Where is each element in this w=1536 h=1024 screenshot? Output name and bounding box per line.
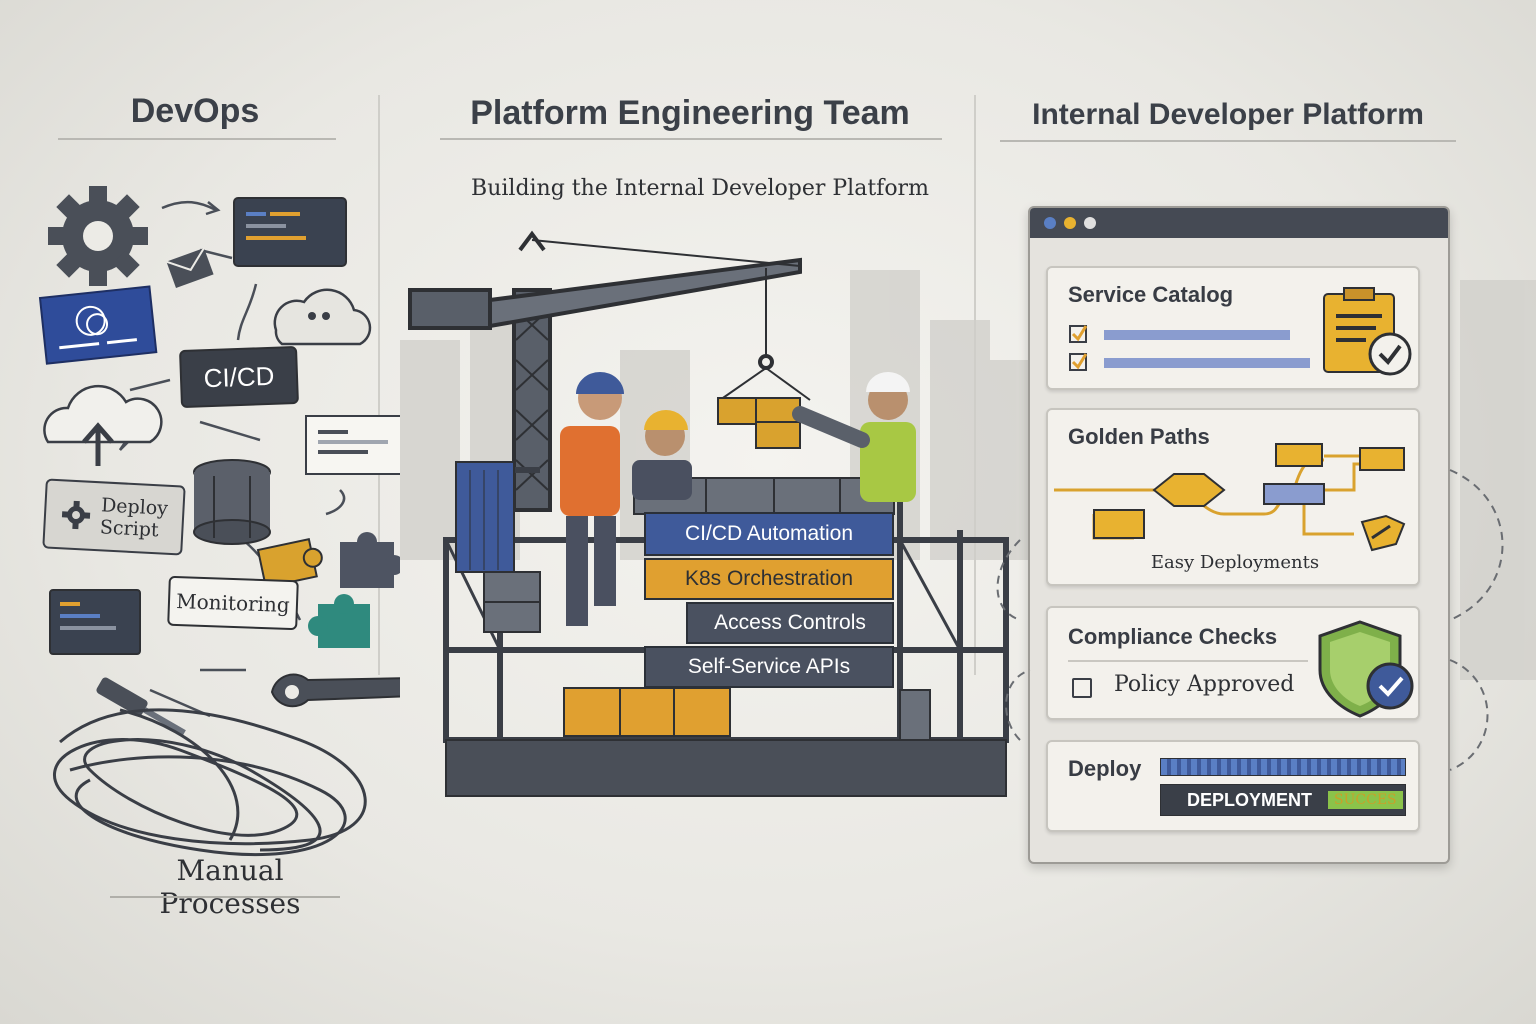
column-separator bbox=[378, 95, 380, 675]
platform-block-label: Access Controls bbox=[714, 611, 866, 634]
foundation bbox=[445, 739, 1007, 797]
puzzle-piece-icon bbox=[256, 538, 323, 589]
database-icon bbox=[193, 459, 271, 545]
document-icon bbox=[305, 415, 400, 475]
deploy-progress-bar bbox=[1160, 758, 1406, 776]
construction-scene bbox=[408, 230, 1009, 797]
worker-right bbox=[792, 372, 916, 502]
platform-block-label: Self-Service APIs bbox=[687, 655, 851, 678]
service-catalog-title: Service Catalog bbox=[1068, 282, 1234, 307]
divider bbox=[1068, 660, 1308, 662]
divider bbox=[58, 138, 336, 140]
monitoring-label: Monitoring bbox=[167, 575, 299, 631]
deploy-progress-fill bbox=[1161, 759, 1405, 775]
platform-block-label: K8s Orchestration bbox=[684, 567, 854, 590]
clipboard-check-icon bbox=[1323, 287, 1412, 376]
divider bbox=[1000, 140, 1456, 142]
manual-processes-label: Manual Processes bbox=[159, 854, 301, 920]
platform-block-access: Access Controls bbox=[686, 602, 894, 644]
terminal-icon bbox=[233, 197, 347, 267]
worker-left bbox=[560, 372, 624, 626]
devops-sketch bbox=[38, 186, 400, 857]
screwdriver-icon bbox=[96, 677, 186, 736]
platform-team-subtitle: Building the Internal Developer Platform bbox=[471, 176, 929, 201]
golden-paths-card[interactable]: Golden Paths Easy Deployments bbox=[1046, 408, 1420, 586]
crane bbox=[408, 230, 811, 512]
cloud-icon bbox=[273, 288, 372, 346]
gear-icon bbox=[61, 500, 90, 530]
cloud-upload-icon bbox=[43, 384, 163, 466]
compliance-title: Compliance Checks bbox=[1068, 624, 1278, 649]
platform-block-apis: Self-Service APIs bbox=[644, 646, 894, 688]
window-dot-icon[interactable] bbox=[1064, 217, 1076, 229]
connector-lines bbox=[996, 469, 1504, 771]
window-dot-icon[interactable] bbox=[1084, 217, 1096, 229]
catalog-list bbox=[1069, 325, 1310, 371]
gear-icon bbox=[48, 186, 148, 286]
server-rack bbox=[455, 461, 515, 573]
mail-icon bbox=[166, 247, 214, 288]
platform-team-title: Platform Engineering Team bbox=[470, 94, 910, 132]
column-separator bbox=[974, 95, 976, 675]
golden-paths-title: Golden Paths bbox=[1068, 424, 1210, 449]
divider bbox=[440, 138, 942, 140]
deploy-status-bar: DEPLOYMENT SUCCES bbox=[1160, 784, 1406, 816]
wrench-icon bbox=[270, 673, 400, 708]
golden-paths-caption: Easy Deployments bbox=[1150, 552, 1320, 573]
golden-path-diagram bbox=[1054, 443, 1406, 552]
deploy-status-value: SUCCES bbox=[1328, 791, 1403, 809]
puzzle-piece-icon bbox=[308, 594, 370, 648]
deploy-status-label: DEPLOYMENT bbox=[1187, 789, 1313, 810]
deploy-title: Deploy bbox=[1068, 756, 1142, 781]
shield-check-icon bbox=[1318, 620, 1414, 718]
terminal-icon bbox=[49, 589, 141, 655]
window-dot-icon[interactable] bbox=[1044, 217, 1056, 229]
devops-title: DevOps bbox=[130, 92, 260, 130]
platform-block-cicd: CI/CD Automation bbox=[644, 512, 894, 556]
orange-blocks bbox=[563, 687, 731, 737]
deploy-script-card: Deploy Script bbox=[42, 478, 186, 556]
puzzle-piece-icon bbox=[340, 532, 400, 588]
platform-block-k8s: K8s Orchestration bbox=[644, 558, 894, 600]
worker-middle bbox=[632, 410, 692, 500]
divider bbox=[110, 896, 340, 898]
deploy-card[interactable]: Deploy DEPLOYMENT SUCCES bbox=[1046, 740, 1420, 832]
tangled-scribble bbox=[53, 708, 367, 857]
deploy-script-label: Deploy Script bbox=[99, 494, 169, 542]
policy-status: Policy Approved bbox=[1114, 672, 1295, 697]
idp-title: Internal Developer Platform bbox=[1032, 98, 1424, 131]
platform-block-label: CI/CD Automation bbox=[684, 522, 854, 545]
diagram-card-icon bbox=[38, 285, 158, 365]
cicd-label: CI/CD bbox=[179, 345, 299, 409]
lifted-boxes bbox=[717, 397, 801, 449]
compliance-card[interactable]: Compliance Checks Policy Approved bbox=[1046, 606, 1420, 720]
service-catalog-card[interactable]: Service Catalog bbox=[1046, 266, 1420, 390]
window-titlebar bbox=[1030, 208, 1448, 238]
document-icon bbox=[1072, 678, 1092, 698]
